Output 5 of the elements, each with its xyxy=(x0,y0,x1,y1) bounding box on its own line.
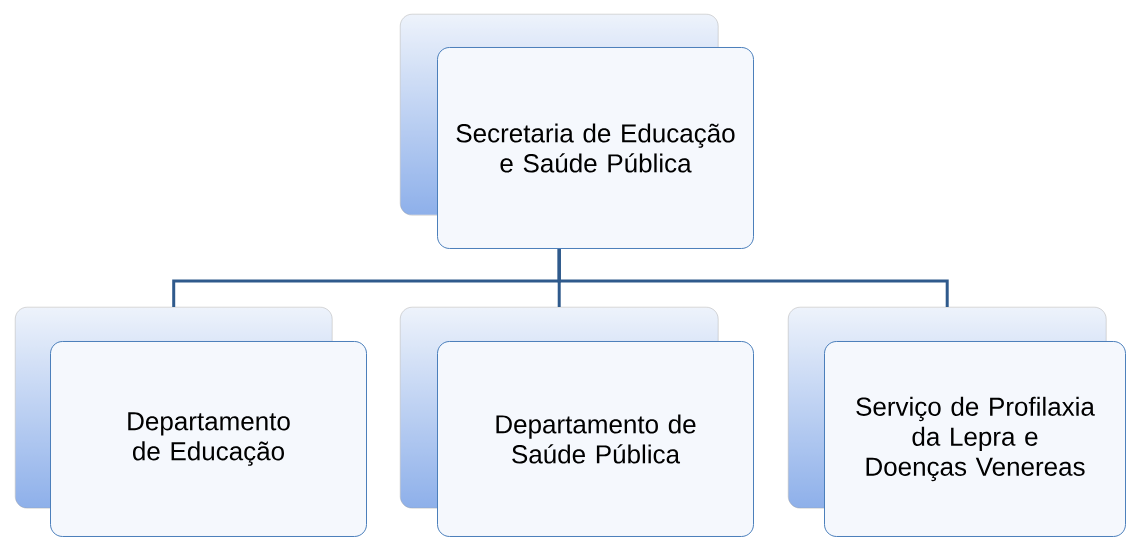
connector-line xyxy=(557,249,949,307)
org-box: Departamento de Educação xyxy=(15,307,367,537)
org-box: Departamento de Saúde Pública xyxy=(400,307,754,537)
org-box: Secretaria de Educação e Saúde Pública xyxy=(400,14,754,249)
org-box: Serviço de Profilaxia da Lepra e Doenças Venereas xyxy=(788,307,1126,537)
